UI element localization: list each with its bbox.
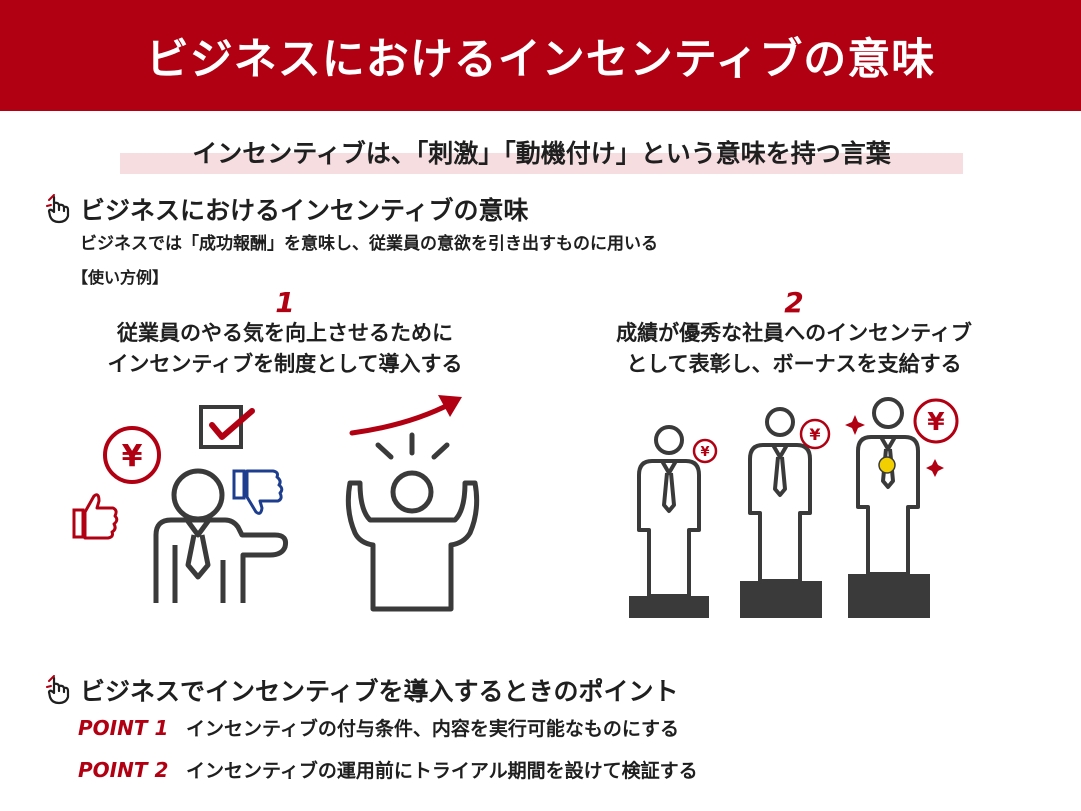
page-title: ビジネスにおけるインセンティブの意味 [0, 0, 1081, 111]
yen-coin-icon: ¥ [692, 438, 718, 464]
checkbox-icon [199, 405, 255, 449]
point-1: POINT 1 インセンティブの付与条件、内容を実行可能なものにする [78, 714, 679, 741]
illustration-1: ¥ [72, 395, 480, 612]
example-2-number: 2 [784, 286, 804, 319]
sparkle-icon [845, 415, 944, 477]
point-2: POINT 2 インセンティブの運用前にトライアル期間を設けて検証する [78, 756, 698, 783]
section1-heading: ビジネスにおけるインセンティブの意味 [44, 191, 529, 227]
point-2-label: POINT 2 [78, 758, 169, 782]
thumbs-up-icon [72, 493, 119, 540]
employee-3-icon [856, 397, 920, 576]
yen-coin-symbol: ¥ [927, 407, 945, 436]
example-1-number: 1 [275, 286, 295, 319]
section2-heading-text: ビジネスでインセンティブを導入するときのポイント [80, 677, 679, 706]
example-2-text: 成績が優秀な社員へのインセンティブ として表彰し、ボーナスを支給する [616, 321, 972, 376]
yen-coin-symbol: ¥ [700, 445, 709, 460]
yen-coin-symbol: ¥ [809, 425, 820, 444]
section2-heading: ビジネスでインセンティブを導入するときのポイント [44, 672, 679, 708]
subtitle: インセンティブは、「刺激」「動機付け」という意味を持つ言葉 [120, 130, 963, 174]
employee-2-icon [748, 407, 812, 583]
section1-description: ビジネスでは「成功報酬」を意味し、従業員の意欲を引き出すものに用いる [80, 234, 658, 254]
employee-1-icon [637, 425, 701, 598]
point-1-label: POINT 1 [78, 716, 169, 740]
section1-heading-text: ビジネスにおけるインセンティブの意味 [80, 196, 529, 225]
usage-label: 【使い方例】 [72, 268, 169, 287]
example-1-text: 従業員のやる気を向上させるために インセンティブを制度として導入する [107, 321, 463, 376]
yen-coin-icon: ¥ [799, 418, 831, 450]
gold-medal-icon [878, 456, 896, 474]
pointing-hand-icon [46, 194, 70, 224]
yen-coin-icon: ¥ [103, 426, 161, 484]
pointing-hand-icon [46, 675, 70, 705]
arrow-up-icon [349, 395, 462, 436]
podium-icon [629, 574, 930, 618]
illustration-2: ¥ ¥ ¥ [629, 397, 959, 618]
yen-coin-symbol: ¥ [122, 439, 143, 474]
cheering-person-icon [345, 432, 480, 612]
presenter-icon [153, 468, 288, 603]
point-2-text: インセンティブの運用前にトライアル期間を設けて検証する [186, 760, 698, 782]
thumbs-down-icon [232, 469, 284, 515]
point-1-text: インセンティブの付与条件、内容を実行可能なものにする [186, 718, 680, 740]
yen-coin-icon: ¥ [913, 398, 959, 444]
